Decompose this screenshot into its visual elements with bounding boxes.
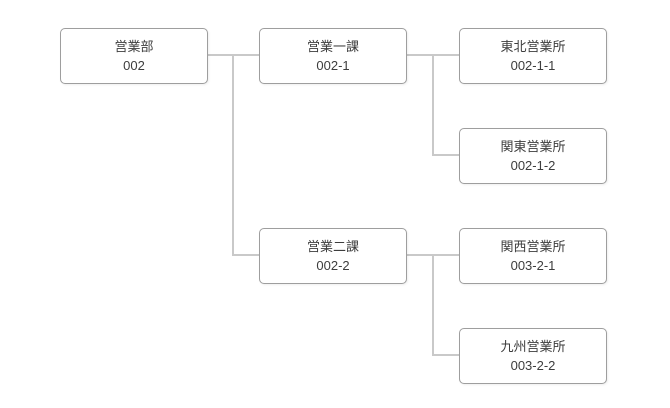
- org-node-name: 営業一課: [306, 38, 359, 54]
- org-node-code: 002-1: [316, 57, 350, 73]
- org-node-name: 営業部: [114, 38, 154, 54]
- org-node-code: 003-2-1: [510, 257, 556, 273]
- connector-section1-to-kanto: [432, 154, 459, 156]
- connector-section2-to-kyushu: [432, 354, 459, 356]
- connector-root-to-section2: [232, 254, 259, 256]
- org-node-code: 002-1-1: [510, 57, 556, 73]
- org-node-kansai-office[interactable]: 関西営業所 003-2-1: [459, 228, 607, 284]
- org-node-tohoku-office[interactable]: 東北営業所 002-1-1: [459, 28, 607, 84]
- org-node-kyushu-office[interactable]: 九州営業所 003-2-2: [459, 328, 607, 384]
- org-node-kanto-office[interactable]: 関東営業所 002-1-2: [459, 128, 607, 184]
- org-node-code: 003-2-2: [510, 357, 556, 373]
- org-node-name: 営業二課: [306, 238, 359, 254]
- org-node-code: 002-1-2: [510, 157, 556, 173]
- org-node-sales-section-2[interactable]: 営業二課 002-2: [259, 228, 407, 284]
- org-node-name: 東北営業所: [500, 38, 566, 54]
- org-node-name: 関西営業所: [500, 238, 566, 254]
- org-node-code: 002-2: [316, 257, 350, 273]
- org-node-sales-section-1[interactable]: 営業一課 002-1: [259, 28, 407, 84]
- org-node-code: 002: [123, 57, 145, 73]
- connector-section1-vertical: [432, 54, 434, 156]
- connector-section2-vertical: [432, 254, 434, 356]
- org-node-name: 九州営業所: [500, 338, 566, 354]
- connector-root-vertical: [232, 54, 234, 256]
- org-node-name: 関東営業所: [500, 138, 566, 154]
- org-node-sales-dept[interactable]: 営業部 002: [60, 28, 208, 84]
